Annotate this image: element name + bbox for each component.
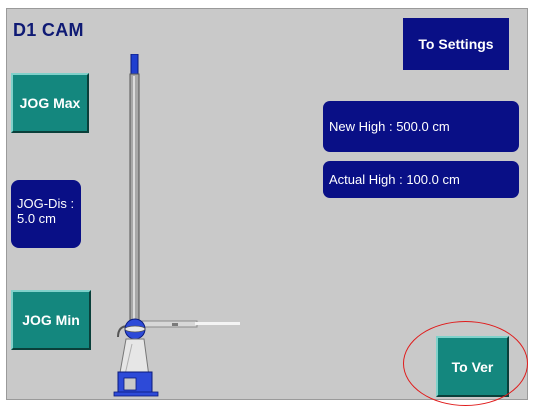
jog-min-button[interactable]: JOG Min: [11, 290, 91, 350]
new-high-display: New High : 500.0 cm: [323, 101, 519, 152]
screen-title: D1 CAM: [13, 20, 84, 40]
jog-distance-value: 5.0 cm: [17, 211, 57, 226]
actual-high-display: Actual High : 100.0 cm: [323, 161, 519, 198]
hmi-screen: D1 CAM To Settings JOG Max JOG-Dis : 5.0…: [6, 8, 528, 400]
jog-distance-label: JOG-Dis :: [17, 196, 75, 211]
jog-max-button[interactable]: JOG Max: [11, 73, 89, 133]
to-ver-button[interactable]: To Ver: [436, 336, 509, 397]
mast-top-marker: [130, 53, 139, 77]
camera-tower-diagram: [102, 53, 252, 404]
to-settings-button[interactable]: To Settings: [403, 18, 509, 70]
camera-arm: [141, 320, 198, 328]
jog-distance-display: JOG-Dis : 5.0 cm: [11, 180, 81, 248]
